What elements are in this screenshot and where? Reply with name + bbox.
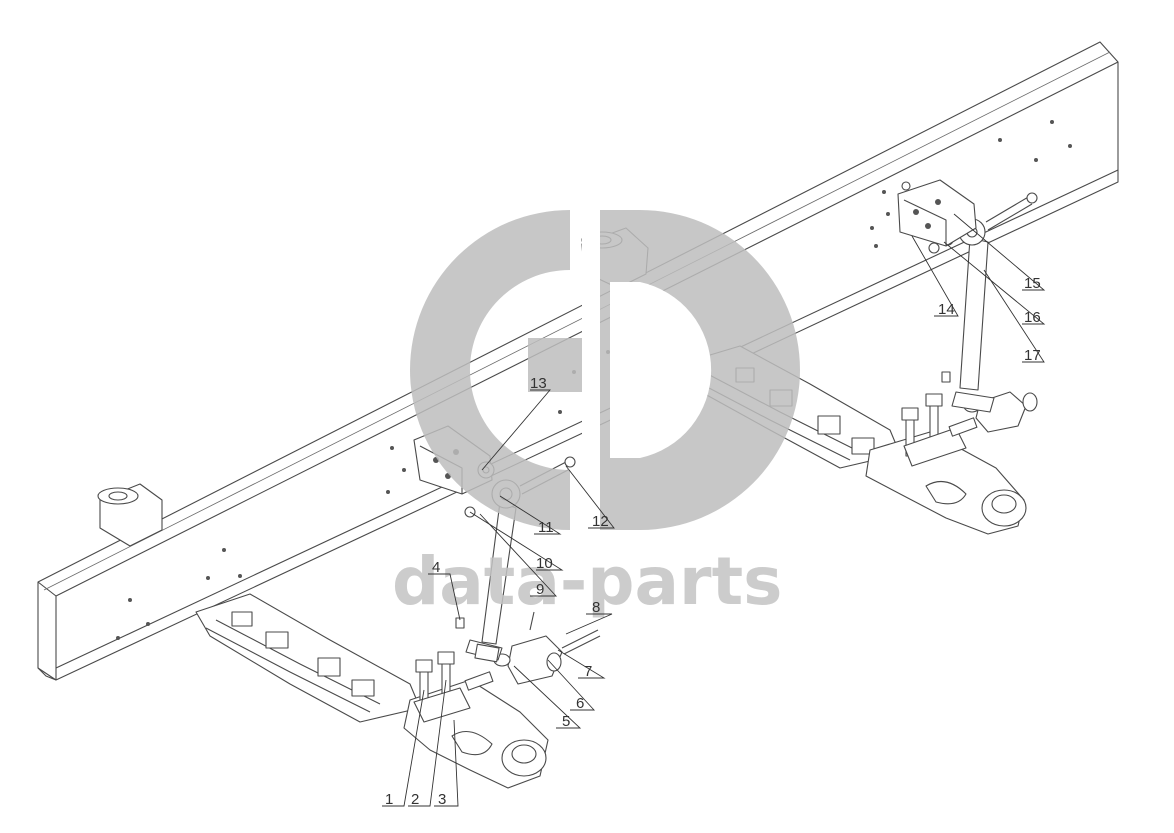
callout-labels: 1 2 3 4 5 6 7 8 9 10 11 12 13 14 15 16 1… <box>385 275 1041 808</box>
callout-10: 10 <box>536 555 553 572</box>
gd-logo-icon <box>410 210 800 530</box>
callout-12: 12 <box>592 513 609 530</box>
callout-8: 8 <box>592 599 600 616</box>
callout-17: 17 <box>1024 347 1041 364</box>
callout-7: 7 <box>584 663 592 680</box>
watermark-logo <box>410 210 800 530</box>
callout-3: 3 <box>438 791 446 808</box>
leader-lines <box>382 213 1046 807</box>
watermark-text: data-parts <box>392 543 782 620</box>
callout-11: 11 <box>538 519 554 536</box>
callout-14: 14 <box>938 301 955 318</box>
callout-5: 5 <box>562 713 570 730</box>
callout-9: 9 <box>536 581 544 598</box>
callout-2: 2 <box>411 791 419 808</box>
callout-13: 13 <box>530 375 547 392</box>
callout-15: 15 <box>1024 275 1041 292</box>
right-frame-bracket <box>897 179 977 247</box>
callout-16: 16 <box>1024 309 1041 326</box>
callout-6: 6 <box>576 695 584 712</box>
callout-1: 1 <box>385 791 393 808</box>
callout-4: 4 <box>432 559 440 576</box>
